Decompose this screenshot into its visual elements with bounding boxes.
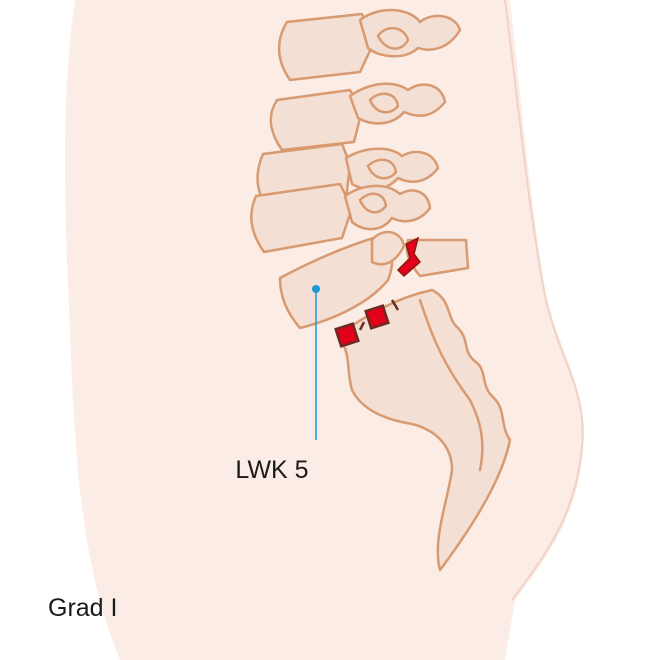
vertebra-l2 <box>269 88 364 152</box>
body-contour-line <box>504 0 584 601</box>
grade-label: Grad I <box>48 594 117 622</box>
spine-bones <box>250 8 512 572</box>
disc-markers <box>334 299 400 348</box>
vertebra-l1-joint <box>376 27 410 50</box>
vertebra-l5 <box>278 234 394 330</box>
sacrum-inner-line <box>418 298 484 472</box>
vertebra-l4 <box>250 182 354 254</box>
pars-fracture-marker <box>396 236 422 278</box>
disc-line-1 <box>358 321 366 331</box>
vertebra-l5-arch <box>370 230 406 266</box>
vertebra-l4-joint <box>358 192 388 214</box>
vertebra-l2-joint <box>368 92 400 114</box>
sacrum <box>336 288 512 572</box>
disc-marker-2 <box>364 304 390 330</box>
disc-line-2 <box>390 299 400 311</box>
disc-marker-1 <box>334 322 360 348</box>
vertebra-label: LWK 5 <box>235 456 308 484</box>
vertebra-l1 <box>277 12 376 82</box>
vertebra-l3-joint <box>366 158 398 180</box>
